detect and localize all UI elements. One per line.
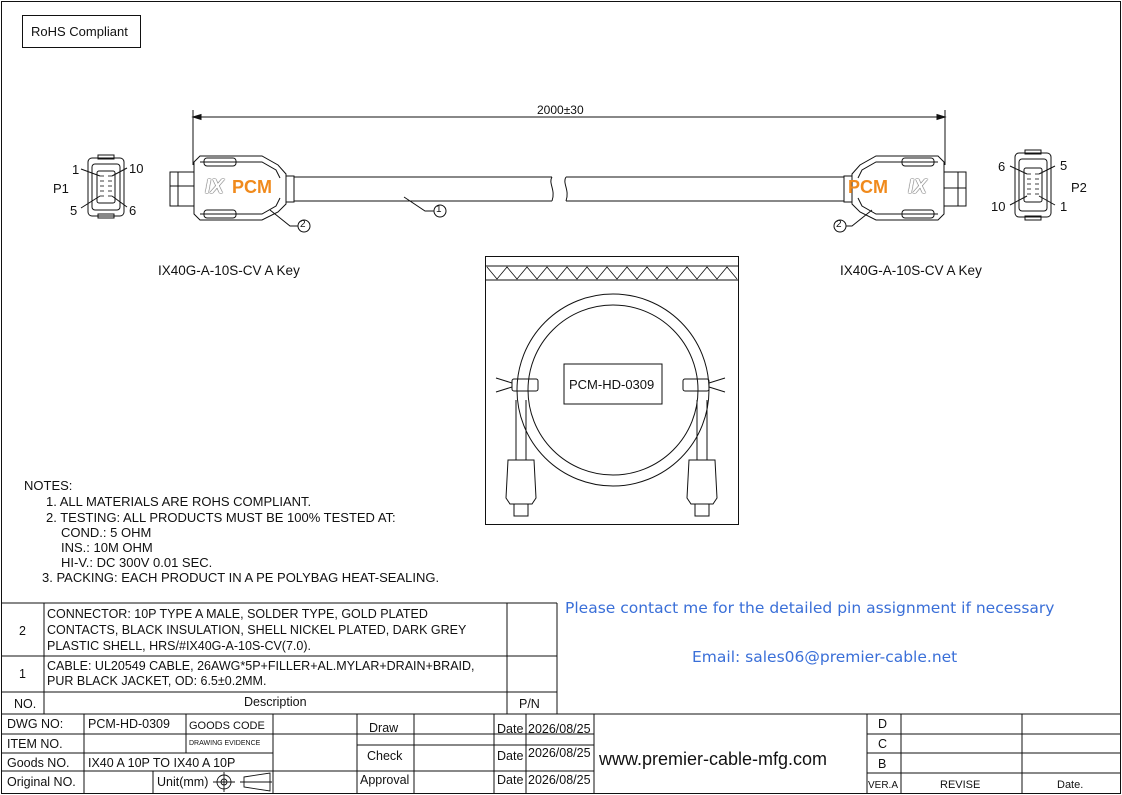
draw-date: 2026/08/25 bbox=[528, 722, 591, 736]
bom-header-no: NO. bbox=[14, 697, 37, 711]
p2-connector-icon bbox=[843, 155, 967, 221]
bom-row-2-desc-2: CONTACTS, BLACK INSULATION, SHELL NICKEL… bbox=[47, 623, 467, 637]
rohs-label: RoHS Compliant bbox=[31, 24, 128, 39]
goods-no-label: Goods NO. bbox=[7, 756, 70, 770]
note-line-4: INS.: 10M OHM bbox=[61, 540, 153, 555]
package-label: PCM-HD-0309 bbox=[569, 377, 655, 392]
item-no-label: ITEM NO. bbox=[7, 737, 63, 751]
bom-row-1-desc-1: CABLE: UL20549 CABLE, 26AWG*5P+FILLER+AL… bbox=[47, 659, 475, 673]
p2-connector-leader bbox=[846, 209, 873, 227]
note-line-3: COND.: 5 OHM bbox=[61, 525, 152, 540]
balloon-2-number-left: 2 bbox=[300, 219, 306, 230]
p2-pin-1: 1 bbox=[1060, 199, 1068, 214]
ver-label: VER.A bbox=[868, 780, 899, 791]
note-line-5: HI-V.: DC 300V 0.01 SEC. bbox=[61, 555, 213, 570]
approval-date: 2026/08/25 bbox=[528, 773, 591, 787]
notes-title: NOTES: bbox=[24, 478, 73, 493]
original-no-label: Original NO. bbox=[7, 775, 76, 789]
cable-icon bbox=[294, 176, 844, 202]
p1-connector-part: IX40G-A-10S-CV A Key bbox=[158, 263, 300, 278]
contact-email[interactable]: Email: sales06@premier-cable.net bbox=[692, 648, 958, 666]
website[interactable]: www.premier-cable-mfg.com bbox=[599, 749, 828, 769]
balloon-2-number-right: 2 bbox=[836, 219, 842, 230]
approval-label: Approval bbox=[360, 773, 410, 787]
p2-connector-balloon bbox=[833, 219, 847, 233]
bom-table-lines bbox=[2, 602, 1120, 715]
cable-balloon bbox=[433, 204, 447, 218]
note-line-6: 3. PACKING: EACH PRODUCT IN A PE POLYBAG… bbox=[42, 570, 440, 585]
bom-row-2-no: 2 bbox=[19, 624, 26, 638]
draw-label: Draw bbox=[369, 721, 399, 735]
p2-pin-10: 10 bbox=[991, 199, 1006, 214]
length-dimension: 2000±30 bbox=[537, 103, 584, 117]
p1-pin-10: 10 bbox=[129, 161, 144, 176]
dwg-no-value: PCM-HD-0309 bbox=[88, 717, 170, 731]
p2-label: P2 bbox=[1071, 180, 1087, 195]
dim-arrow-left bbox=[191, 113, 202, 121]
bom-row-1-no: 1 bbox=[19, 667, 26, 681]
bom-row-2-desc-3: PLASTIC SHELL, HRS/#IX40G-A-10S-CV(7.0). bbox=[47, 639, 311, 653]
contact-message: Please contact me for the detailed pin a… bbox=[565, 599, 1055, 617]
p2-connector-part: IX40G-A-10S-CV A Key bbox=[840, 263, 982, 278]
p1-pin-1: 1 bbox=[72, 162, 80, 177]
p2-ix-mark: IX bbox=[908, 176, 927, 198]
check-label: Check bbox=[367, 749, 403, 763]
p2-pcm-watermark: PCM bbox=[848, 177, 888, 197]
p1-connector-icon bbox=[169, 155, 295, 221]
rev-d: D bbox=[878, 717, 888, 731]
p1-connector-leader bbox=[269, 209, 298, 227]
rev-c: C bbox=[878, 737, 888, 751]
note-line-1: 1. ALL MATERIALS ARE ROHS COMPLIANT. bbox=[46, 494, 312, 509]
revise-label: REVISE bbox=[940, 779, 981, 791]
bom-row-1-desc-2: PUR BLACK JACKET, OD: 6.5±0.2MM. bbox=[47, 674, 267, 688]
projection-symbol-icon bbox=[213, 772, 272, 792]
note-line-2: 2. TESTING: ALL PRODUCTS MUST BE 100% TE… bbox=[46, 510, 396, 525]
p1-pin-5: 5 bbox=[70, 203, 78, 218]
date-label-1: Date bbox=[497, 722, 524, 736]
p2-pin-5: 5 bbox=[1060, 158, 1068, 173]
title-block-lines bbox=[2, 714, 1120, 793]
balloon-1-number: 1 bbox=[436, 204, 442, 215]
dim-arrow-right bbox=[936, 113, 947, 121]
p1-label: P1 bbox=[53, 181, 69, 196]
bom-header-pn: P/N bbox=[519, 697, 540, 711]
p1-ix-mark: IX bbox=[205, 176, 224, 198]
bom-row-2-desc-1: CONNECTOR: 10P TYPE A MALE, SOLDER TYPE,… bbox=[47, 607, 428, 621]
goods-code-label: GOODS CODE bbox=[189, 720, 265, 732]
rev-b: B bbox=[878, 757, 887, 771]
p1-connector-balloon bbox=[297, 219, 311, 233]
p2-face-icon bbox=[1009, 149, 1056, 221]
bom-header-description: Description bbox=[244, 695, 307, 709]
check-date: 2026/08/25 bbox=[528, 746, 591, 760]
p1-pin-6: 6 bbox=[129, 203, 137, 218]
unit-label: Unit(mm) bbox=[157, 775, 209, 789]
cable-leader bbox=[403, 196, 434, 212]
date-column-label: Date. bbox=[1057, 779, 1084, 791]
rohs-box bbox=[22, 15, 141, 48]
p1-face-icon bbox=[80, 154, 128, 219]
dwg-no-label: DWG NO: bbox=[7, 717, 64, 731]
date-label-3: Date bbox=[497, 773, 524, 787]
date-label-2: Date bbox=[497, 749, 524, 763]
goods-no-value: IX40 A 10P TO IX40 A 10P bbox=[88, 756, 236, 770]
p1-pcm-watermark: PCM bbox=[232, 177, 272, 197]
drawing-evidence-label: DRAWING EVIDENCE bbox=[189, 740, 261, 747]
package-bag-icon bbox=[485, 256, 739, 525]
p2-pin-6: 6 bbox=[998, 159, 1006, 174]
